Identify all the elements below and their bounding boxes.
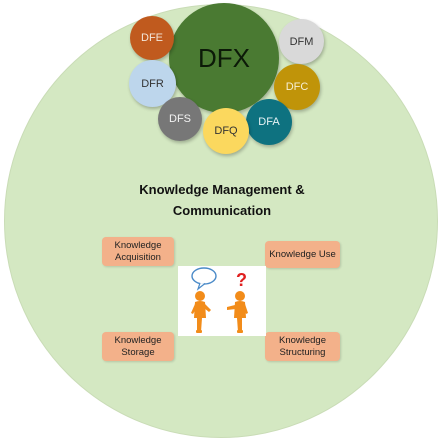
dfs-bubble: DFS — [158, 97, 202, 141]
question-mark-icon: ? — [236, 270, 247, 290]
title-line-1: Knowledge Management & — [139, 182, 305, 197]
dfm-label: DFM — [289, 35, 314, 48]
knowledge-use-box: Knowledge Use — [265, 241, 340, 268]
structuring-line-1: Knowledge — [278, 334, 326, 346]
acquisition-line-1: Knowledge — [114, 239, 162, 251]
dfc-label: DFC — [285, 81, 309, 93]
storage-line-1: Knowledge — [114, 334, 162, 346]
dfq-label: DFQ — [214, 125, 238, 137]
dfa-bubble: DFA — [246, 99, 292, 145]
structuring-line-2: Structuring — [279, 346, 326, 358]
speech-bubble-icon — [191, 267, 217, 291]
title-line-2: Communication — [172, 203, 272, 218]
dfe-bubble: DFE — [130, 16, 174, 60]
dfs-label: DFS — [169, 113, 191, 125]
dfm-bubble: DFM — [279, 19, 324, 64]
dfr-bubble: DFR — [129, 60, 176, 107]
knowledge-structuring-box: Knowledge Structuring — [265, 332, 340, 361]
dfa-label: DFA — [258, 116, 280, 128]
communication-illustration: ? — [178, 266, 266, 336]
right-person-icon — [227, 291, 248, 333]
knowledge-storage-box: Knowledge Storage — [102, 332, 174, 361]
acquisition-line-2: Acquisition — [115, 251, 161, 263]
dfx-bubble: DFX — [169, 3, 279, 113]
use-label: Knowledge Use — [269, 248, 336, 260]
diagram-title: Knowledge Management & Communication — [100, 179, 344, 221]
knowledge-acquisition-box: Knowledge Acquisition — [102, 237, 174, 266]
dfr-label: DFR — [141, 77, 164, 90]
dfe-label: DFE — [141, 32, 163, 44]
storage-line-2: Storage — [121, 346, 155, 358]
two-figures-icon: ? — [191, 267, 248, 333]
dfx-label: DFX — [198, 42, 250, 73]
dfq-bubble: DFQ — [203, 108, 249, 154]
left-person-icon — [191, 291, 211, 333]
